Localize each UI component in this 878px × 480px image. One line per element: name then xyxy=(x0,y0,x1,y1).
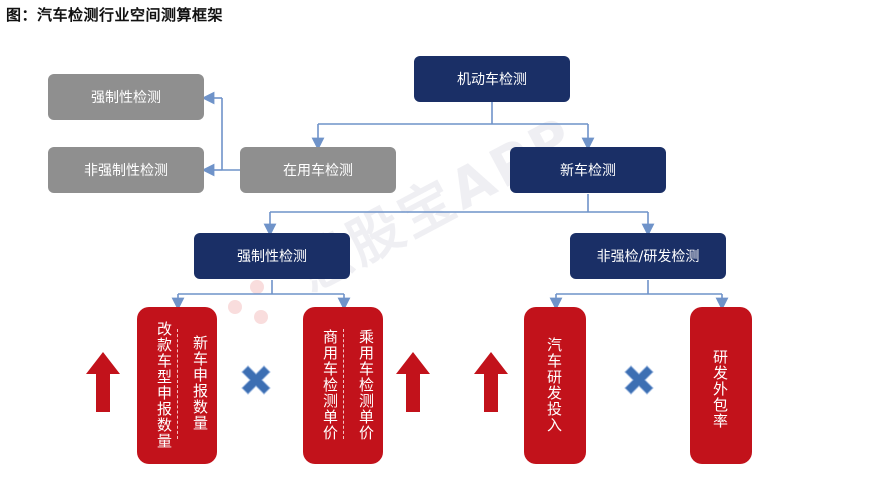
multiply-icon xyxy=(241,365,271,395)
factor-new-models: 新车申报数量 xyxy=(191,335,209,431)
factor-box-rd-investment: 汽车研发投入 xyxy=(524,307,586,464)
node-mandatory-in-use: 强制性检测 xyxy=(48,74,204,120)
divider xyxy=(343,329,344,439)
node-root: 机动车检测 xyxy=(414,56,570,102)
up-arrow-icon xyxy=(86,352,120,412)
node-in-use-car: 在用车检测 xyxy=(240,147,396,193)
node-nonmandatory-in-use: 非强制性检测 xyxy=(48,147,204,193)
figure-title: 图：汽车检测行业空间测算框架 xyxy=(6,6,224,24)
factor-box-outsourcing: 研发外包率 xyxy=(690,307,752,464)
node-new-car: 新车检测 xyxy=(510,147,666,193)
factor-box-unit-price: 商用车检测单价 乘用车检测单价 xyxy=(303,307,383,464)
factor-modified-models: 改款车型申报数量 xyxy=(155,321,173,449)
divider xyxy=(177,329,178,439)
node-mandatory-new: 强制性检测 xyxy=(194,233,350,279)
factor-rd-investment: 汽车研发投入 xyxy=(545,337,563,433)
factor-commercial-price: 商用车检测单价 xyxy=(321,329,339,441)
up-arrow-icon xyxy=(474,352,508,412)
factor-passenger-price: 乘用车检测单价 xyxy=(357,329,375,441)
factor-outsourcing-rate: 研发外包率 xyxy=(711,349,729,429)
node-nonmandatory-rd: 非强检/研发检测 xyxy=(570,233,726,279)
up-arrow-icon xyxy=(396,352,430,412)
factor-box-declarations: 改款车型申报数量 新车申报数量 xyxy=(137,307,217,464)
multiply-icon xyxy=(624,365,654,395)
